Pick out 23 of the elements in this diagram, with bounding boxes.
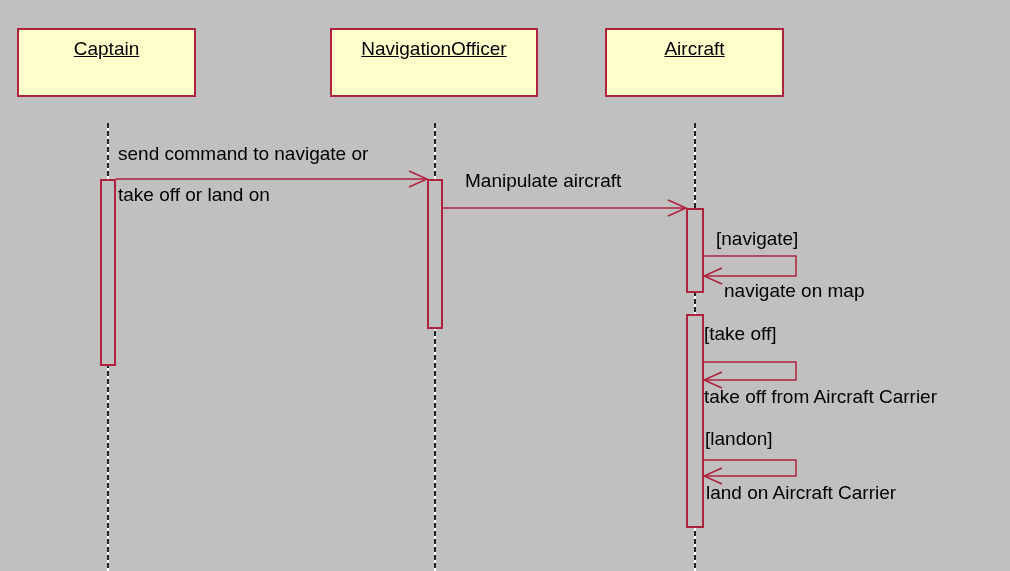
activation-bar — [427, 179, 443, 329]
object-box — [330, 28, 538, 97]
object-name: Aircraft — [663, 38, 726, 60]
message-arrow — [703, 459, 797, 485]
activation-bar — [100, 179, 116, 366]
message-arrow — [703, 255, 797, 285]
object-name: Captain — [72, 38, 141, 60]
message-label: Manipulate aircraft — [465, 170, 622, 192]
object-name: NavigationOfficer — [360, 38, 508, 60]
message-label: navigate on map — [724, 280, 865, 302]
guard-condition: [take off] — [704, 323, 777, 345]
object-box — [605, 28, 784, 97]
message-label: send command to navigate or take off or land on — [118, 142, 370, 207]
message-label: take off from Aircraft Carrier — [704, 386, 937, 408]
message-arrow — [703, 361, 797, 389]
message-arrow — [442, 199, 687, 217]
activation-bar — [686, 314, 704, 528]
guard-condition: [landon] — [705, 428, 773, 450]
guard-condition: [navigate] — [716, 228, 799, 250]
message-label: land on Aircraft Carrier — [706, 482, 897, 504]
message-arrow — [115, 170, 428, 188]
activation-bar — [686, 208, 704, 293]
object-box — [17, 28, 196, 97]
